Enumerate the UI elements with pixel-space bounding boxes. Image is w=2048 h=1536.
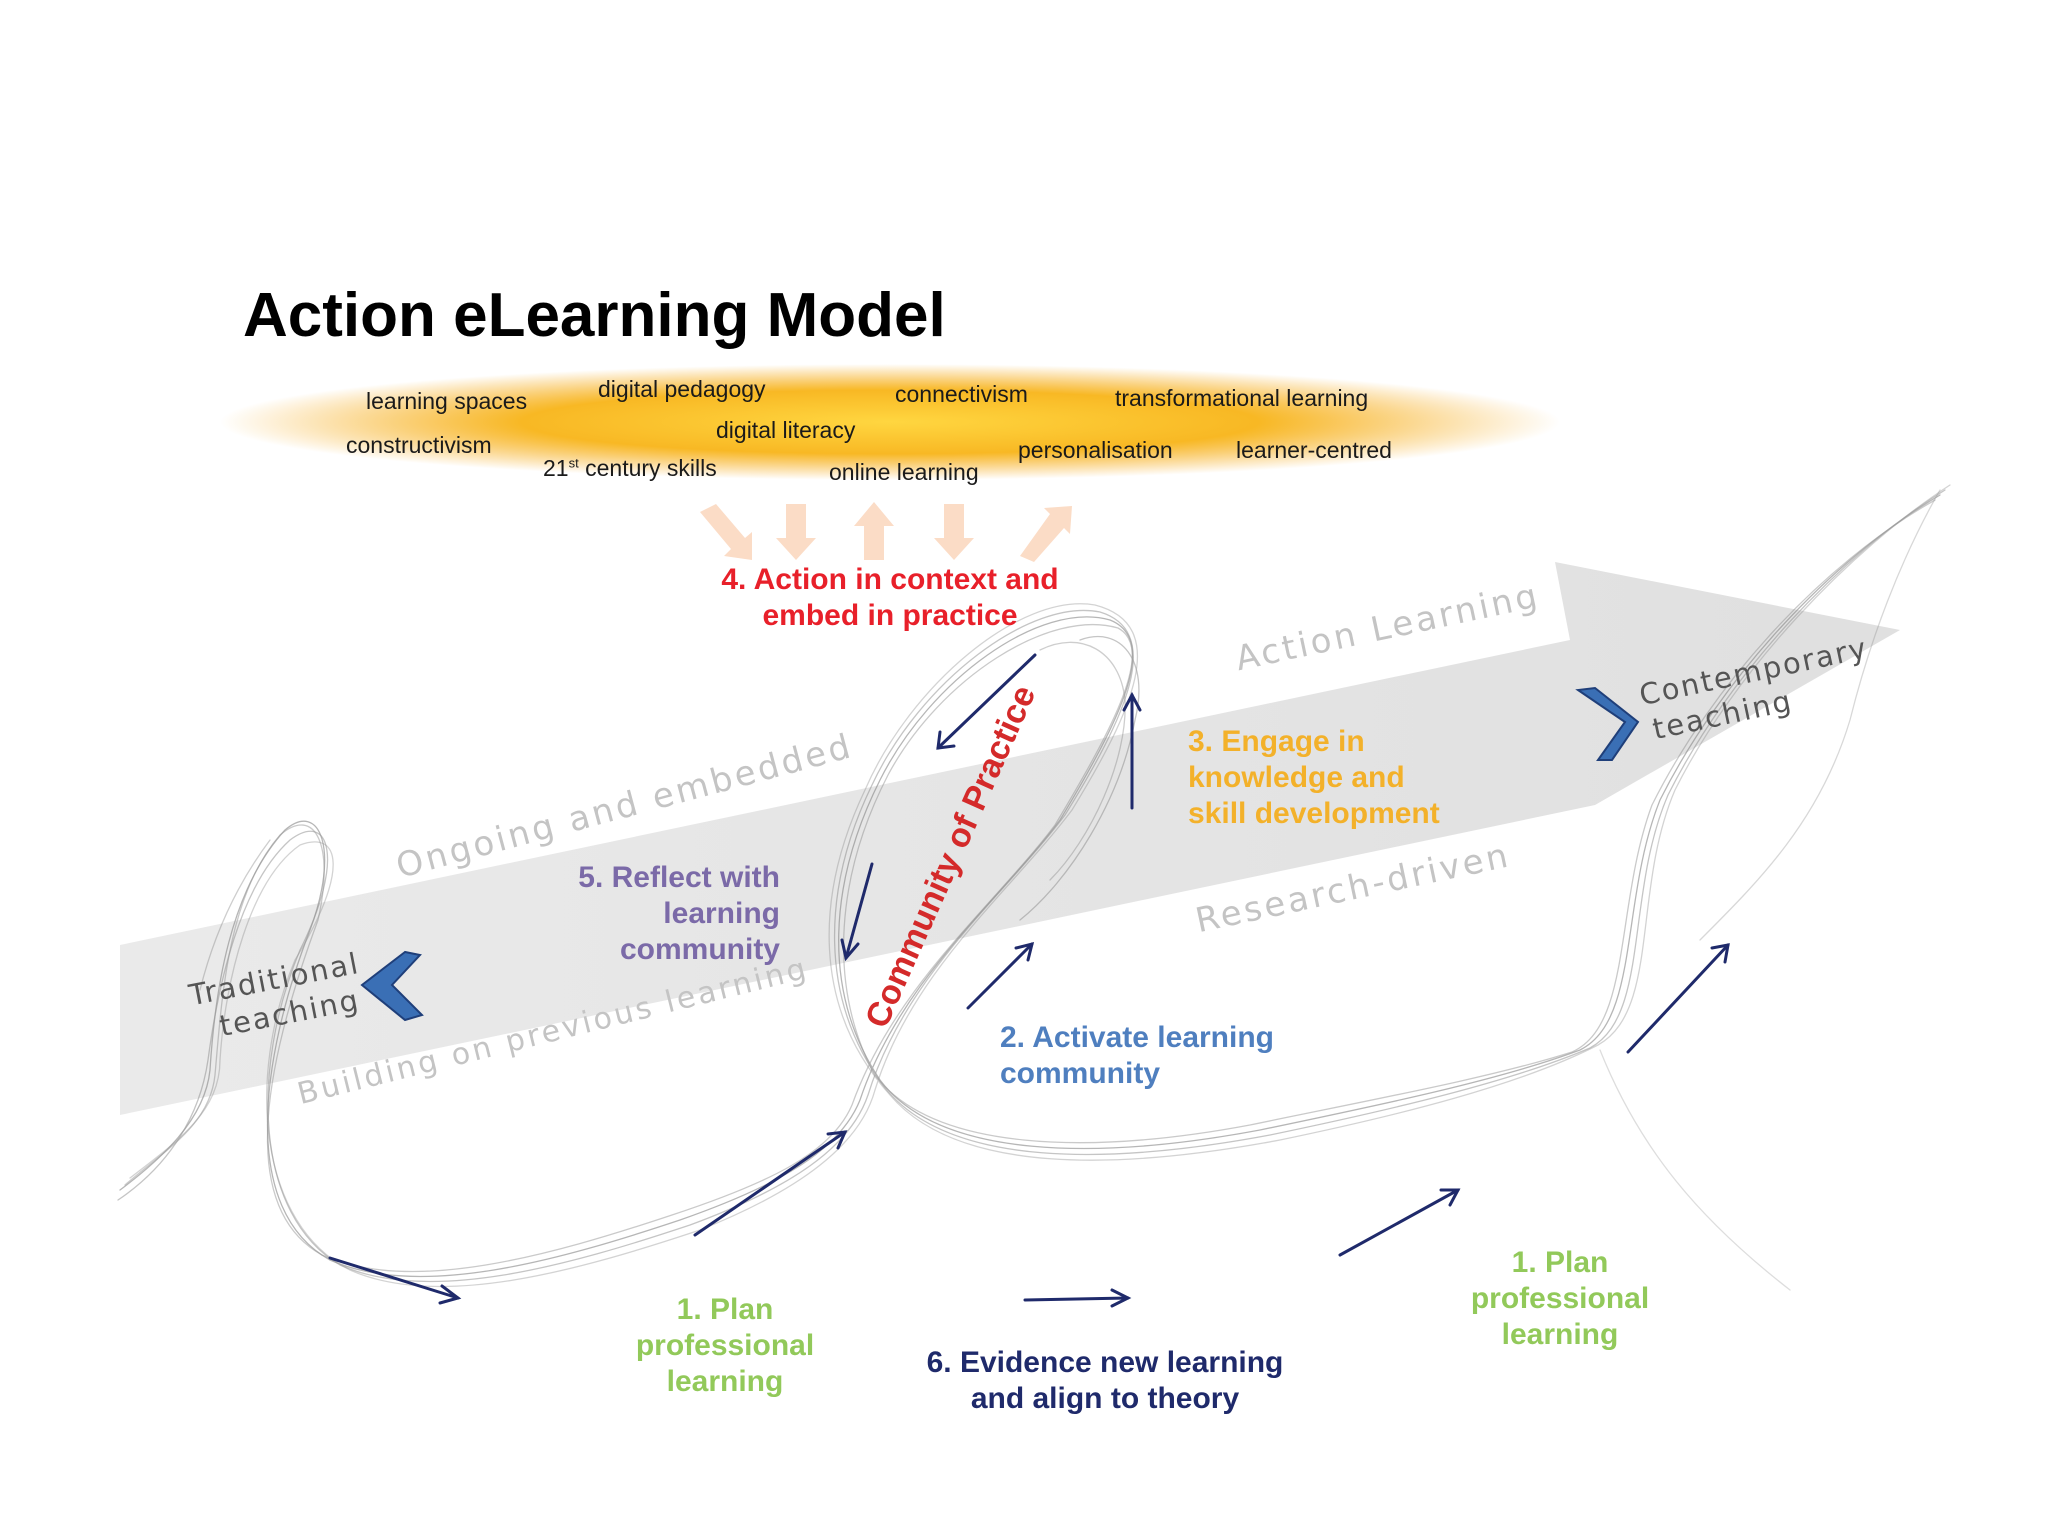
- step-2-line-2: community: [1000, 1057, 1161, 1090]
- step-1-left-line-3: learning: [666, 1365, 784, 1398]
- step-4-label: 4. Action in context and embed in practi…: [670, 562, 1110, 634]
- exchange-arrows: [700, 502, 1072, 562]
- step-6-line-2: and align to theory: [970, 1382, 1240, 1415]
- step-2-label: 2. Activate learning community: [1000, 1020, 1274, 1092]
- keyword-personalisation: personalisation: [1018, 437, 1173, 463]
- step-1-left-line-2: professional: [635, 1329, 815, 1362]
- step-5-label: 5. Reflect with learning community: [560, 860, 780, 968]
- keyword-21st-rest: century skills: [578, 455, 717, 481]
- step-1-left-label: 1. Plan professional learning: [600, 1292, 850, 1400]
- page-title: Action eLearning Model: [243, 281, 946, 350]
- progress-arrow-body: [120, 562, 1900, 1115]
- step-1-right-line-1: 1. Plan: [1511, 1246, 1609, 1279]
- step-1-right-label: 1. Plan professional learning: [1435, 1245, 1685, 1353]
- keyword-connectivism: connectivism: [895, 381, 1028, 407]
- keyword-21st-century-skills: 21st century skills: [543, 455, 717, 482]
- step-6-line-1: 6. Evidence new learning: [926, 1346, 1284, 1379]
- keyword-21st-superscript: st: [568, 455, 579, 471]
- keyword-transformational-learning: transformational learning: [1115, 385, 1369, 411]
- step-4-line-2: embed in practice: [762, 599, 1018, 632]
- keyword-learner-centred: learner-centred: [1236, 437, 1392, 463]
- right-chevron-icon: [1575, 686, 1640, 761]
- step-1-right-line-3: learning: [1501, 1318, 1619, 1351]
- keyword-cloud-ellipse: [220, 364, 1560, 480]
- step-5-line-2: learning: [663, 897, 780, 930]
- step-5-line-1: 5. Reflect with: [578, 861, 780, 894]
- step-4-line-1: 4. Action in context and: [721, 563, 1059, 596]
- step-3-line-1: 3. Engage in: [1188, 725, 1365, 758]
- step-3-line-3: skill development: [1188, 797, 1440, 830]
- step-5-line-3: community: [619, 933, 780, 966]
- step-1-right-line-2: professional: [1470, 1282, 1650, 1315]
- left-chevron-icon: [360, 950, 424, 1022]
- keyword-digital-literacy: digital literacy: [716, 417, 856, 443]
- step-1-left-line-1: 1. Plan: [676, 1293, 774, 1326]
- keyword-constructivism: constructivism: [346, 432, 492, 458]
- loop-direction-arrows: [328, 653, 1730, 1308]
- keyword-learning-spaces: learning spaces: [366, 388, 528, 414]
- step-6-label: 6. Evidence new learning and align to th…: [880, 1345, 1330, 1417]
- step-2-line-1: 2. Activate learning: [1000, 1021, 1274, 1054]
- keyword-21st-number: 21: [543, 455, 569, 481]
- keyword-online-learning: online learning: [829, 459, 979, 485]
- step-3-label: 3. Engage in knowledge and skill develop…: [1188, 724, 1440, 832]
- keyword-digital-pedagogy: digital pedagogy: [598, 376, 766, 402]
- step-3-line-2: knowledge and: [1188, 761, 1405, 794]
